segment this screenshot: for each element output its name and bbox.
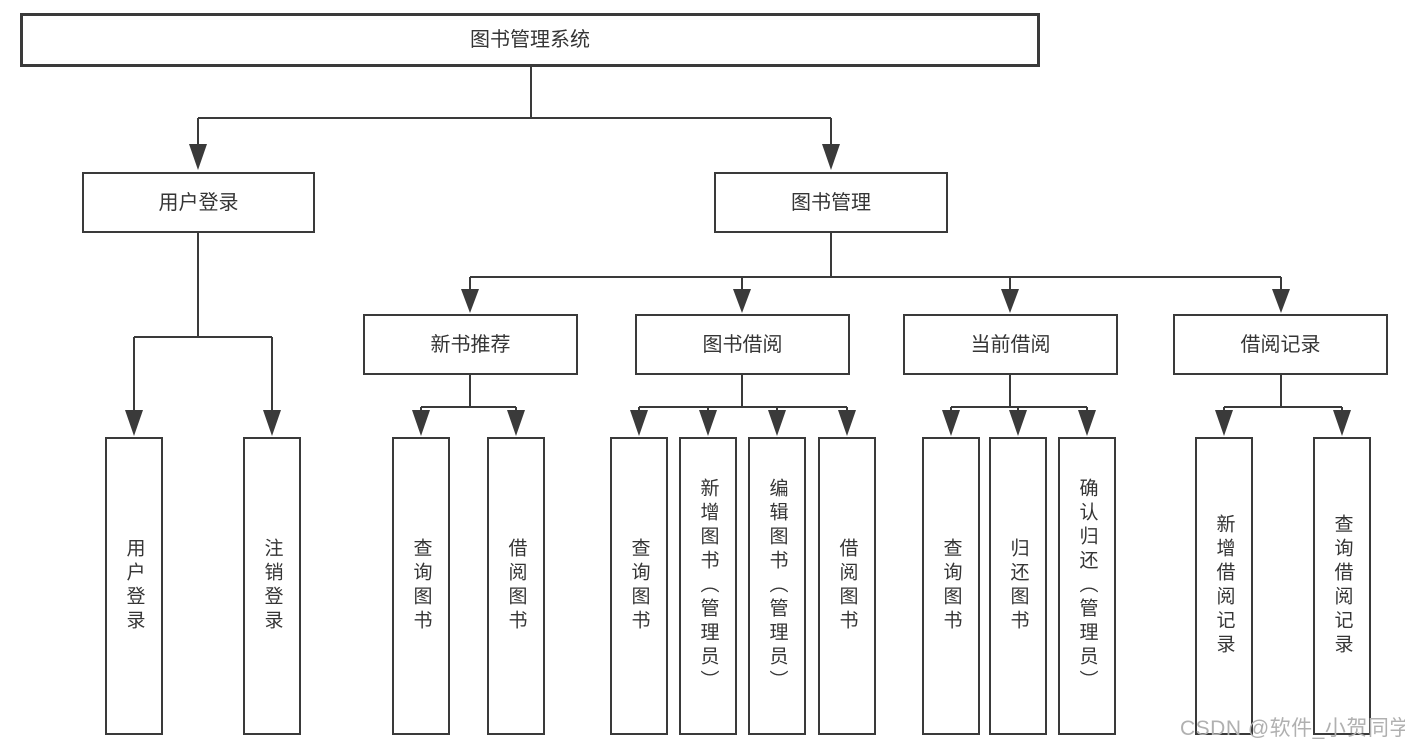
node-leaf-query-books-recommend: 查询图书 — [392, 437, 450, 735]
node-label: 图书管理 — [791, 191, 871, 214]
node-label: 注销登录 — [261, 538, 283, 634]
node-label: 归还图书 — [1007, 538, 1029, 634]
node-library-management-system: 图书管理系统 — [20, 13, 1040, 67]
node-label: 借阅记录 — [1240, 333, 1321, 356]
connector-book-management-children — [469, 233, 1282, 291]
node-leaf-add-books-admin: 新增图书（管理员） — [679, 437, 737, 735]
node-label: 编辑图书（管理员） — [766, 478, 788, 694]
node-label: 新书推荐 — [430, 333, 511, 356]
node-leaf-query-borrow-record: 查询借阅记录 — [1313, 437, 1371, 735]
connector-user-login-children — [133, 233, 273, 412]
arrowheads-book-borrowing — [630, 410, 856, 436]
node-leaf-borrow-books-recommend: 借阅图书 — [487, 437, 545, 735]
node-current-borrowing: 当前借阅 — [903, 314, 1118, 375]
node-leaf-add-borrow-record: 新增借阅记录 — [1195, 437, 1253, 735]
node-leaf-borrow-books: 借阅图书 — [818, 437, 876, 735]
node-label: 查询图书 — [628, 538, 650, 634]
node-label: 借阅图书 — [505, 538, 527, 634]
connector-borrowing-records-children — [1223, 375, 1343, 412]
node-leaf-logout: 注销登录 — [243, 437, 301, 735]
node-label: 查询图书 — [940, 538, 962, 634]
node-leaf-user-login: 用户登录 — [105, 437, 163, 735]
node-borrowing-records: 借阅记录 — [1173, 314, 1388, 375]
node-label: 图书管理系统 — [470, 29, 590, 51]
node-label: 查询借阅记录 — [1331, 514, 1353, 658]
node-user-login: 用户登录 — [82, 172, 315, 233]
node-leaf-query-books-current: 查询图书 — [922, 437, 980, 735]
connector-root-to-level2 — [197, 67, 832, 146]
node-label: 新增图书（管理员） — [697, 478, 719, 694]
connector-current-borrowing-children — [950, 375, 1088, 412]
arrowheads-level3 — [461, 289, 1290, 313]
node-leaf-return-books: 归还图书 — [989, 437, 1047, 735]
arrowheads-current-borrowing — [942, 410, 1096, 436]
arrowheads-level2 — [189, 144, 840, 170]
node-label: 用户登录 — [123, 538, 145, 634]
arrowheads-borrowing-records — [1215, 410, 1351, 436]
node-label: 用户登录 — [158, 191, 239, 214]
node-label: 图书借阅 — [702, 333, 783, 356]
node-book-management: 图书管理 — [714, 172, 948, 233]
node-label: 确认归还（管理员） — [1076, 478, 1098, 694]
connector-book-borrowing-children — [638, 375, 848, 412]
connector-new-book-recommendation-children — [420, 375, 517, 412]
node-label: 借阅图书 — [836, 538, 858, 634]
node-label: 新增借阅记录 — [1213, 514, 1235, 658]
node-leaf-confirm-return-admin: 确认归还（管理员） — [1058, 437, 1116, 735]
node-leaf-query-books-borrowing: 查询图书 — [610, 437, 668, 735]
node-new-book-recommendation: 新书推荐 — [363, 314, 578, 375]
arrowheads-new-book-recommendation — [412, 410, 525, 436]
watermark: CSDN @软件_小贺同学 — [1180, 717, 1405, 740]
arrowheads-user-login — [125, 410, 281, 436]
node-leaf-edit-books-admin: 编辑图书（管理员） — [748, 437, 806, 735]
node-book-borrowing: 图书借阅 — [635, 314, 850, 375]
node-label: 查询图书 — [410, 538, 432, 634]
node-label: 当前借阅 — [970, 333, 1051, 356]
